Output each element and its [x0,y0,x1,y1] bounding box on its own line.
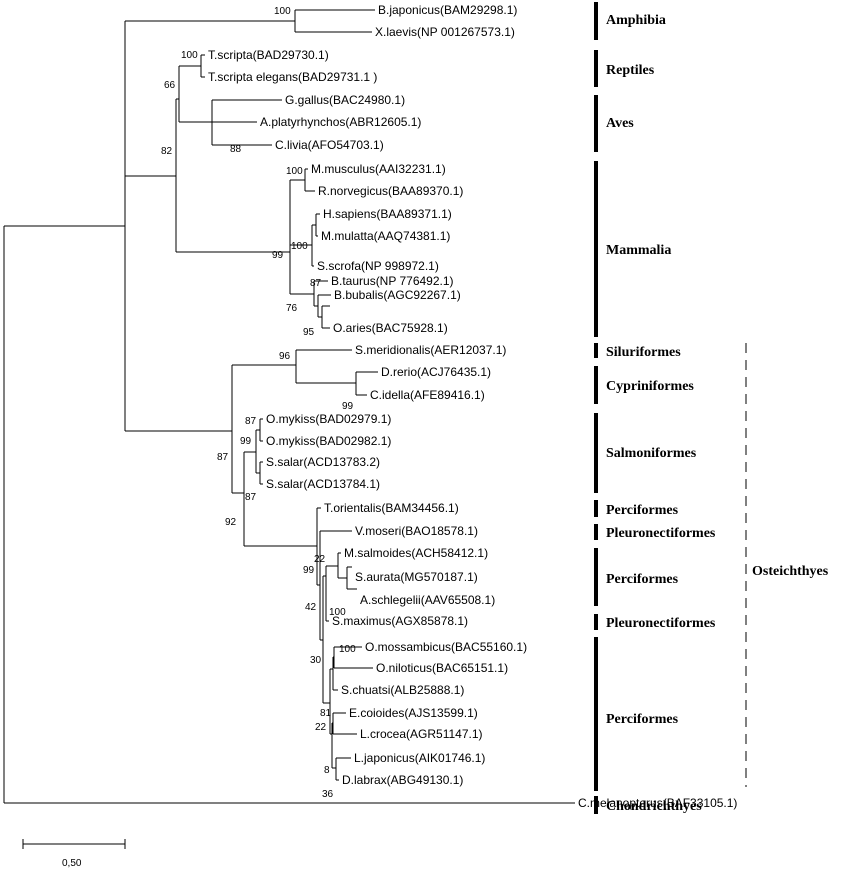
group-label-pleuronectiformes-1: Pleuronectiformes [606,526,716,541]
bootstrap-value: 22 [314,554,326,565]
group-label-mammalia: Mammalia [606,243,671,258]
taxon-label: A.platyrhynchos(ABR12605.1) [260,115,421,129]
taxon-label: O.niloticus(BAC65151.1) [376,661,508,675]
bootstrap-value: 8 [324,765,330,776]
taxon-label: B.taurus(NP 776492.1) [331,274,454,288]
taxon-label: C.livia(AFO54703.1) [275,138,384,152]
group-bracket-cypriniformes [594,366,598,404]
bootstrap-value: 100 [286,166,303,177]
bootstrap-value: 100 [274,6,291,17]
bootstrap-value: 87 [245,492,257,503]
group-label-aves: Aves [606,116,634,131]
group-label-perciformes-1: Perciformes [606,503,679,518]
taxon-label: H.sapiens(BAA89371.1) [323,207,452,221]
bootstrap-value: 92 [225,517,237,528]
taxon-label: B.bubalis(AGC92267.1) [334,288,461,302]
group-labels: Amphibia Reptiles Aves Mammalia Silurifo… [606,13,716,814]
group-label-pleuronectiformes-2: Pleuronectiformes [606,616,716,631]
group-label-chondrichthyes: Chondrichthyes [606,799,702,814]
bootstrap-value: 30 [310,655,322,666]
taxon-label: S.scrofa(NP 998972.1) [317,259,439,273]
group-bracket-aves [594,95,598,152]
taxon-label: E.coioides(AJS13599.1) [349,706,478,720]
taxon-label: M.musculus(AAI32231.1) [311,162,446,176]
taxon-label: T.orientalis(BAM34456.1) [324,501,459,515]
bootstrap-value: 99 [240,436,252,447]
group-bracket-perciformes-1 [594,500,598,517]
bootstrap-value: 99 [303,565,315,576]
taxon-label: O.mykiss(BAD02982.1) [266,434,391,448]
group-bracket-pleuronectiformes-1 [594,524,598,540]
bootstrap-value: 100 [339,644,356,655]
group-brackets [594,2,598,814]
taxon-label: S.salar(ACD13784.1) [266,477,380,491]
taxon-label: O.mossambicus(BAC55160.1) [365,640,527,654]
group-bracket-reptiles [594,50,598,87]
bootstrap-value: 66 [164,80,176,91]
bootstrap-value: 82 [161,146,173,157]
group-bracket-amphibia [594,2,598,40]
scale-bar-label: 0,50 [62,858,82,869]
group-bracket-chondrichthyes [594,796,598,814]
group-label-cypriniformes: Cypriniformes [606,379,694,394]
bootstrap-value: 87 [310,278,322,289]
taxon-label: T.scripta elegans(BAD29731.1 ) [208,70,377,84]
bootstrap-value: 87 [217,452,229,463]
bootstrap-value: 22 [315,722,327,733]
group-bracket-mammalia [594,161,598,337]
bootstrap-value: 42 [305,602,317,613]
taxon-label: M.mulatta(AAQ74381.1) [321,229,450,243]
taxon-label: B.japonicus(BAM29298.1) [378,3,517,17]
bootstrap-value: 95 [303,327,315,338]
taxon-label: O.mykiss(BAD02979.1) [266,412,391,426]
bootstrap-values: 100 100 66 88 82 100 100 99 87 76 95 96 … [161,6,356,800]
group-bracket-siluriformes [594,343,598,358]
taxon-label: A.schlegelii(AAV65508.1) [360,593,495,607]
taxon-label: S.maximus(AGX85878.1) [332,614,468,628]
taxon-label: V.moseri(BAO18578.1) [355,524,478,538]
bootstrap-value: 87 [245,416,257,427]
taxon-label: S.chuatsi(ALB25888.1) [341,683,464,697]
taxon-label: X.laevis(NP 001267573.1) [375,25,515,39]
group-bracket-salmoniformes [594,413,598,493]
group-label-perciformes-2: Perciformes [606,572,679,587]
bootstrap-value: 96 [279,351,291,362]
bootstrap-value: 76 [286,303,298,314]
taxon-label: C.melanopterus(BAF33105.1) [578,796,737,810]
osteichthyes-label: Osteichthyes [752,564,829,579]
group-bracket-perciformes-3 [594,637,598,791]
group-label-siluriformes: Siluriformes [606,345,681,360]
bootstrap-value: 88 [230,144,242,155]
taxon-label: O.aries(BAC75928.1) [333,321,448,335]
bootstrap-value: 81 [320,708,332,719]
scale-bar: 0,50 [22,839,126,869]
taxon-label: G.gallus(BAC24980.1) [285,93,405,107]
taxon-label: T.scripta(BAD29730.1) [208,48,329,62]
bootstrap-value: 100 [291,241,308,252]
taxon-label: S.salar(ACD13783.2) [266,455,380,469]
tree-branches [3,9,575,804]
taxon-label: L.crocea(AGR51147.1) [360,727,483,741]
taxon-label: D.labrax(ABG49130.1) [342,773,463,787]
taxon-label: L.japonicus(AIK01746.1) [354,751,485,765]
group-label-perciformes-3: Perciformes [606,712,679,727]
group-label-salmoniformes: Salmoniformes [606,446,697,461]
group-bracket-pleuronectiformes-2 [594,614,598,630]
bootstrap-value: 100 [329,607,346,618]
taxon-label: C.idella(AFE89416.1) [370,388,485,402]
bootstrap-value: 36 [322,789,334,800]
group-label-reptiles: Reptiles [606,63,655,78]
group-bracket-perciformes-2 [594,548,598,606]
group-label-amphibia: Amphibia [606,13,666,28]
bootstrap-value: 100 [181,50,198,61]
taxon-label: R.norvegicus(BAA89370.1) [318,184,463,198]
bootstrap-value: 99 [272,250,284,261]
taxon-labels: B.japonicus(BAM29298.1) X.laevis(NP 0012… [208,3,737,810]
taxon-label: M.salmoides(ACH58412.1) [344,546,488,560]
taxon-label: S.aurata(MG570187.1) [355,570,478,584]
taxon-label: D.rerio(ACJ76435.1) [381,365,491,379]
taxon-label: S.meridionalis(AER12037.1) [355,343,506,357]
bootstrap-value: 99 [342,401,354,412]
